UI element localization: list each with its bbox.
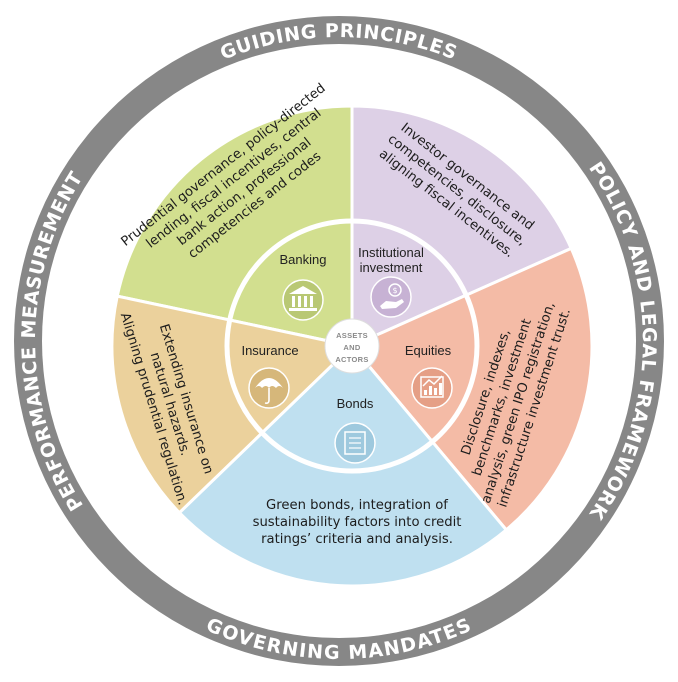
chart-icon [411,367,453,409]
sector-label-bonds: Bonds [337,396,374,411]
desc-line: ratings’ criteria and analysis. [261,532,453,547]
center-line-1: ASSETS [336,331,368,340]
svg-text:$: $ [392,286,397,295]
desc-bonds: Green bonds, integration of sustainabilit… [253,498,462,547]
umbrella-icon [248,367,290,409]
desc-line: Green bonds, integration of [266,498,448,513]
sector-label-equities: Equities [405,343,452,358]
sector-label-insurance: Insurance [241,343,298,358]
sector-label-banking: Banking [280,252,327,267]
bank-icon [282,279,324,321]
sector-label-institutional-1: Institutional [358,245,424,260]
center-line-2: AND [343,343,360,352]
hand-coin-icon: $ [370,276,412,318]
hub: Banking InstitutionalinvestmentEquitiesBo… [224,218,480,474]
certificate-icon [334,422,376,464]
sector-label-institutional-2: investment [360,260,423,275]
desc-line: sustainability factors into credit [253,515,462,530]
sector-equities [349,246,594,532]
center-circle: ASSETS AND ACTORS [324,318,380,374]
hub-border [224,218,480,474]
center-line-3: ACTORS [335,355,368,364]
